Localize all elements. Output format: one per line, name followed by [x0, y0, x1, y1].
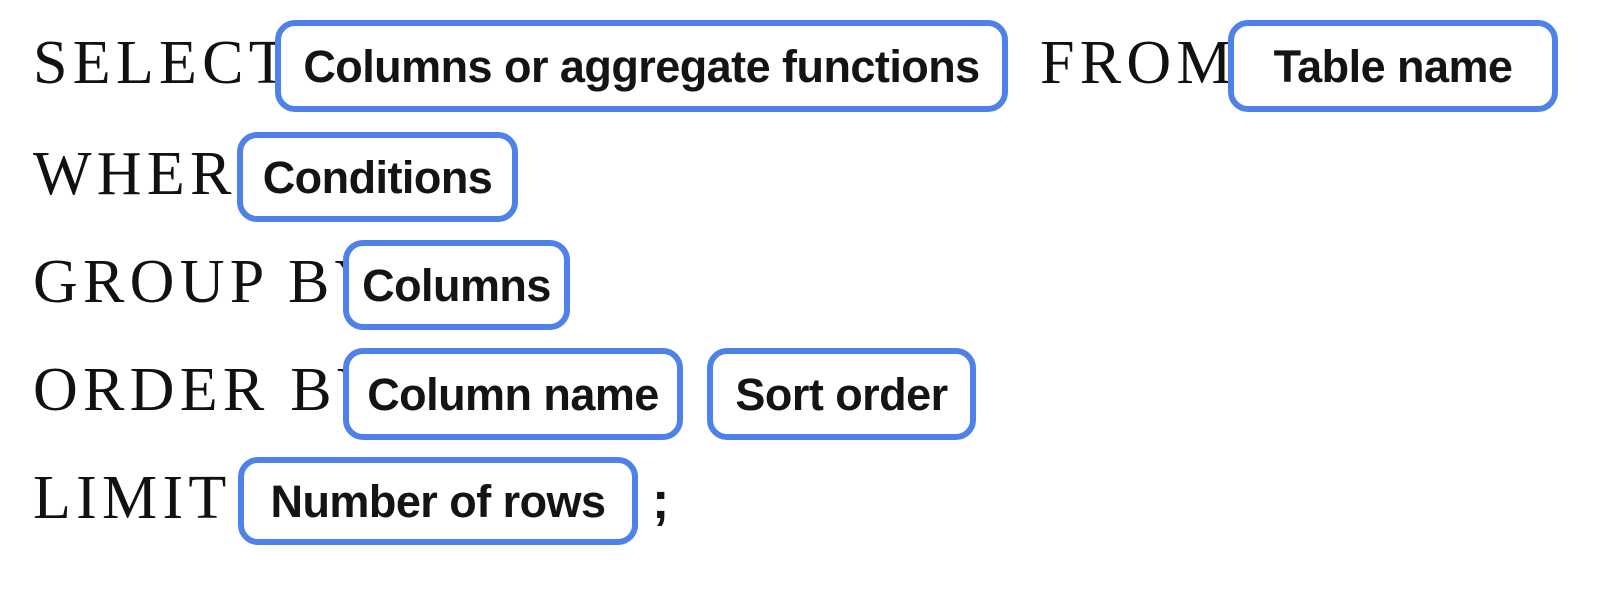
- sql-keyword-where: WHERE: [33, 140, 280, 208]
- slot-label-order-by-column-name: Column name: [367, 368, 659, 420]
- sql-keyword-group-by: GROUP BY: [33, 248, 385, 316]
- slot-group-by-columns[interactable]: Columns: [343, 240, 570, 330]
- slot-conditions[interactable]: Conditions: [237, 132, 518, 222]
- slot-columns-or-aggregate-functions[interactable]: Columns or aggregate functions: [275, 20, 1008, 112]
- statement-terminator-semicolon: ;: [652, 472, 670, 530]
- slot-label-columns-or-aggregate-functions: Columns or aggregate functions: [303, 40, 980, 92]
- slot-number-of-rows[interactable]: Number of rows: [238, 457, 638, 545]
- sql-keyword-select: SELECT: [33, 29, 292, 97]
- slot-sort-order[interactable]: Sort order: [707, 348, 976, 440]
- sql-keyword-order-by: ORDER BY: [33, 356, 387, 424]
- slot-label-sort-order: Sort order: [735, 368, 948, 420]
- sql-keyword-limit: LIMIT: [33, 464, 232, 532]
- slot-label-number-of-rows: Number of rows: [270, 475, 607, 527]
- slot-table-name[interactable]: Table name: [1228, 20, 1558, 112]
- slot-label-conditions: Conditions: [262, 151, 493, 203]
- slot-label-table-name: Table name: [1273, 40, 1513, 92]
- slot-order-by-column-name[interactable]: Column name: [343, 348, 683, 440]
- sql-keyword-from: FROM: [1040, 29, 1237, 97]
- slot-label-group-by-columns: Columns: [362, 259, 551, 311]
